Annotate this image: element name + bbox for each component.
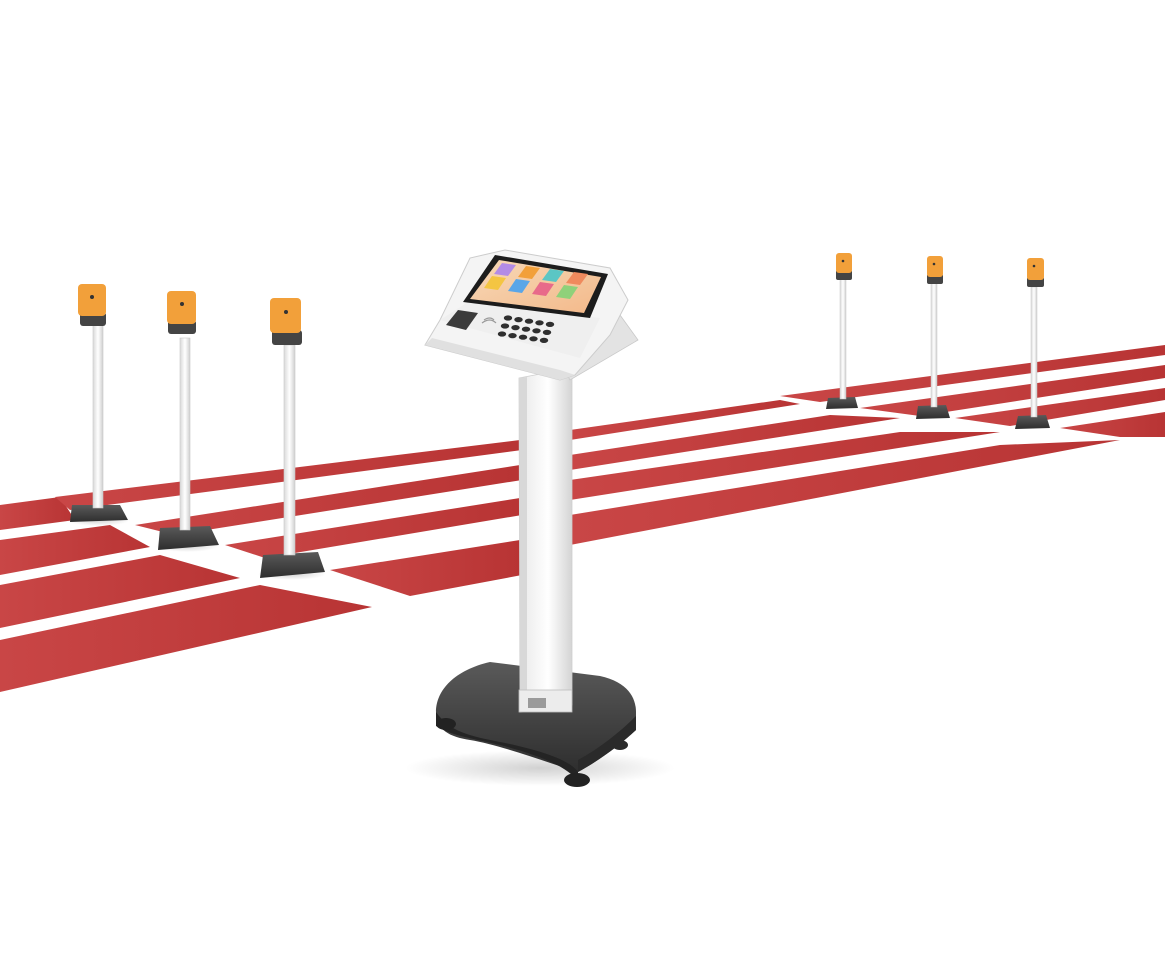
screen-tile[interactable]: [494, 263, 516, 276]
keypad-key[interactable]: [511, 325, 520, 331]
track-lane-right-4: [1060, 412, 1165, 437]
keypad-key[interactable]: [545, 321, 555, 327]
keypad-key[interactable]: [508, 333, 517, 339]
nfc-icon: [481, 317, 497, 324]
screen-tile[interactable]: [566, 272, 588, 285]
card-reader-pad[interactable]: [446, 310, 478, 330]
kiosk-console: [424, 249, 639, 381]
kiosk-base: [436, 662, 636, 787]
screen-tile[interactable]: [542, 269, 564, 282]
keypad-key[interactable]: [497, 331, 507, 337]
sensor-poles-group: [66, 253, 1050, 580]
track-lane-main-1b: [570, 400, 800, 440]
running-track: [0, 345, 1165, 692]
keypad-key[interactable]: [521, 326, 531, 332]
track-lane-right-1: [780, 345, 1165, 402]
track-lane-left-4: [0, 585, 372, 692]
keypad-key[interactable]: [500, 323, 510, 329]
sensor-pole-left-2: [155, 291, 219, 552]
numeric-keypad: [497, 315, 555, 343]
screen-app-tiles: [484, 263, 588, 299]
track-lane-main-4b: [570, 440, 1120, 545]
sensor-pole-right-3: [1015, 258, 1050, 429]
track-lane-main-2: [135, 465, 522, 535]
screen-tile[interactable]: [556, 285, 578, 299]
track-lane-right-3: [955, 388, 1165, 426]
screen-tile[interactable]: [484, 276, 506, 290]
sensor-pole-left-3: [258, 298, 326, 580]
keypad-key[interactable]: [532, 328, 541, 334]
track-lane-left-1: [0, 497, 75, 530]
track-lane-left-3: [0, 555, 240, 628]
track-lane-left-2: [0, 525, 150, 575]
keypad-key[interactable]: [524, 318, 534, 324]
keypad-key[interactable]: [539, 337, 549, 343]
sensor-pole-left-1: [66, 284, 130, 526]
kiosk-column: [518, 367, 573, 713]
screen-tile[interactable]: [508, 279, 530, 293]
sensor-pole-right-2: [916, 256, 950, 419]
sensor-pole-right-1: [826, 253, 858, 409]
keypad-key[interactable]: [518, 334, 528, 340]
keypad-key[interactable]: [542, 329, 552, 335]
keypad-key[interactable]: [529, 336, 538, 342]
keypad-key[interactable]: [514, 317, 523, 323]
keypad-key[interactable]: [503, 315, 513, 321]
screen-tile[interactable]: [518, 266, 540, 279]
keypad-key[interactable]: [535, 320, 544, 326]
track-lane-main-4: [330, 540, 522, 596]
test-kiosk: [405, 249, 675, 787]
track-lane-main-3b: [570, 432, 1000, 500]
track-lane-main-3: [225, 498, 522, 558]
screen-tile[interactable]: [532, 282, 554, 296]
track-lane-main-2b: [570, 415, 900, 470]
